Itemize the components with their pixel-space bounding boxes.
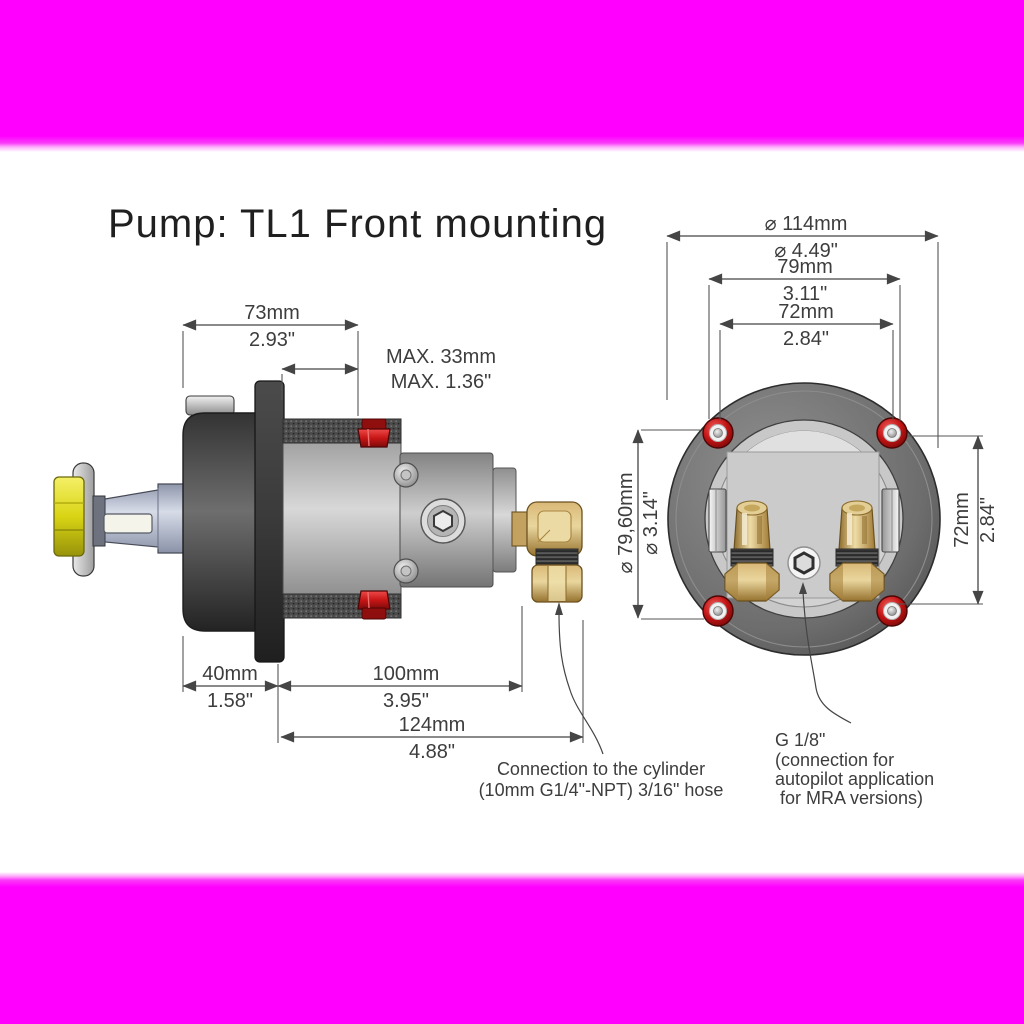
hex-plug-side xyxy=(420,498,466,544)
top-magenta-banner xyxy=(0,0,1024,152)
page-title: Pump: TL1 Front mounting xyxy=(108,202,607,246)
screw-bottom xyxy=(393,558,419,584)
autopilot-note-line1: G 1/8" xyxy=(775,730,825,750)
port-fitting-left xyxy=(724,500,780,602)
dim-40-inch: 1.58" xyxy=(207,690,253,712)
brass-elbow-fitting xyxy=(511,501,583,603)
front-view: ⌀ 114mm ⌀ 4.49" 79mm 3.11" 72mm 2.84" xyxy=(615,213,999,724)
dim-79-inch: 3.11" xyxy=(783,283,828,305)
dim-72v-inch: 2.84" xyxy=(977,497,999,543)
mounting-bolt-top-left xyxy=(702,417,734,449)
red-bolt-bottom xyxy=(357,590,391,620)
autopilot-note-line4: for MRA versions) xyxy=(780,788,923,808)
breather-cap xyxy=(185,395,235,416)
side-view: 73mm 2.93" MAX. 33mm MAX. 1.36" 40mm 1.5… xyxy=(53,302,604,763)
cylinder-note-line1: Connection to the cylinder xyxy=(497,759,705,779)
screw-top xyxy=(393,462,419,488)
shaft-spacer-ring xyxy=(92,495,106,547)
dim-124-mm: 124mm xyxy=(399,714,466,736)
autopilot-leader xyxy=(799,582,852,724)
dim-114-inch: ⌀ 4.49" xyxy=(774,240,838,262)
dimension-72mm-horizontal: 72mm 2.84" xyxy=(719,301,894,420)
dim-124-inch: 4.88" xyxy=(409,741,455,763)
dim-73-mm: 73mm xyxy=(244,302,300,324)
cylinder-connection-leader xyxy=(555,602,604,755)
barrel-body xyxy=(282,418,402,619)
dim-40-mm: 40mm xyxy=(202,663,258,685)
red-bolt-top xyxy=(357,418,391,448)
port-fitting-right xyxy=(829,500,885,602)
mounting-bolt-bottom-left xyxy=(702,595,734,627)
dimension-79mm: 79mm 3.11" xyxy=(708,256,901,421)
pump-barrel xyxy=(282,418,402,620)
input-shaft xyxy=(53,462,185,577)
dim-114-mm: ⌀ 114mm xyxy=(765,213,848,235)
flange-rim-line xyxy=(675,390,933,648)
dimension-40mm: 40mm 1.58" xyxy=(182,636,279,743)
shaft-keyway xyxy=(103,513,153,534)
dim-7960-mm: ⌀ 79,60mm xyxy=(615,473,637,574)
dimension-124mm: 124mm 4.88" xyxy=(280,620,584,763)
cylinder-note-line2: (10mm G1/4"-NPT) 3/16" hose xyxy=(479,780,724,800)
mounting-bolt-top-right xyxy=(876,417,908,449)
bottom-magenta-banner xyxy=(0,872,1024,1024)
pump-housing-cup xyxy=(182,412,261,632)
dim-72h-mm: 72mm xyxy=(778,301,834,323)
dim-100-mm: 100mm xyxy=(373,663,440,685)
mounting-bolt-bottom-right xyxy=(876,595,908,627)
dimension-100mm: 100mm 3.95" xyxy=(277,606,523,712)
note-cylinder-connection: Connection to the cylinder (10mm G1/4"-N… xyxy=(479,759,724,800)
dim-100-inch: 3.95" xyxy=(383,690,429,712)
autopilot-note-line3: autopilot application xyxy=(775,769,934,789)
note-autopilot-port: G 1/8" (connection for autopilot applica… xyxy=(775,730,934,808)
dim-33-mm: MAX. 33mm xyxy=(386,346,496,368)
autopilot-hex-port xyxy=(787,546,821,580)
dimension-73mm: 73mm 2.93" xyxy=(182,302,359,416)
clamp-tab-left xyxy=(708,488,727,553)
elbow-thread-band xyxy=(535,548,579,568)
dimension-dia-79-60mm: ⌀ 79,60mm ⌀ 3.14" xyxy=(615,429,704,620)
autopilot-note-line2: (connection for xyxy=(775,750,894,770)
dim-7960-inch: ⌀ 3.14" xyxy=(640,491,662,555)
dimension-dia-114mm: ⌀ 114mm ⌀ 4.49" xyxy=(666,213,939,448)
dim-33-inch: MAX. 1.36" xyxy=(391,371,491,393)
dimension-max33mm: MAX. 33mm MAX. 1.36" xyxy=(281,346,496,400)
dim-72v-mm: 72mm xyxy=(951,492,973,548)
dim-72h-inch: 2.84" xyxy=(783,328,829,350)
dim-79-mm: 79mm xyxy=(777,256,833,278)
yellow-hex-nut xyxy=(53,476,85,557)
mounting-flange-plate xyxy=(254,380,285,663)
dimension-72mm-vertical: 72mm 2.84" xyxy=(898,435,999,605)
dim-73-inch: 2.93" xyxy=(249,329,295,351)
clamp-tab-right xyxy=(881,488,900,553)
